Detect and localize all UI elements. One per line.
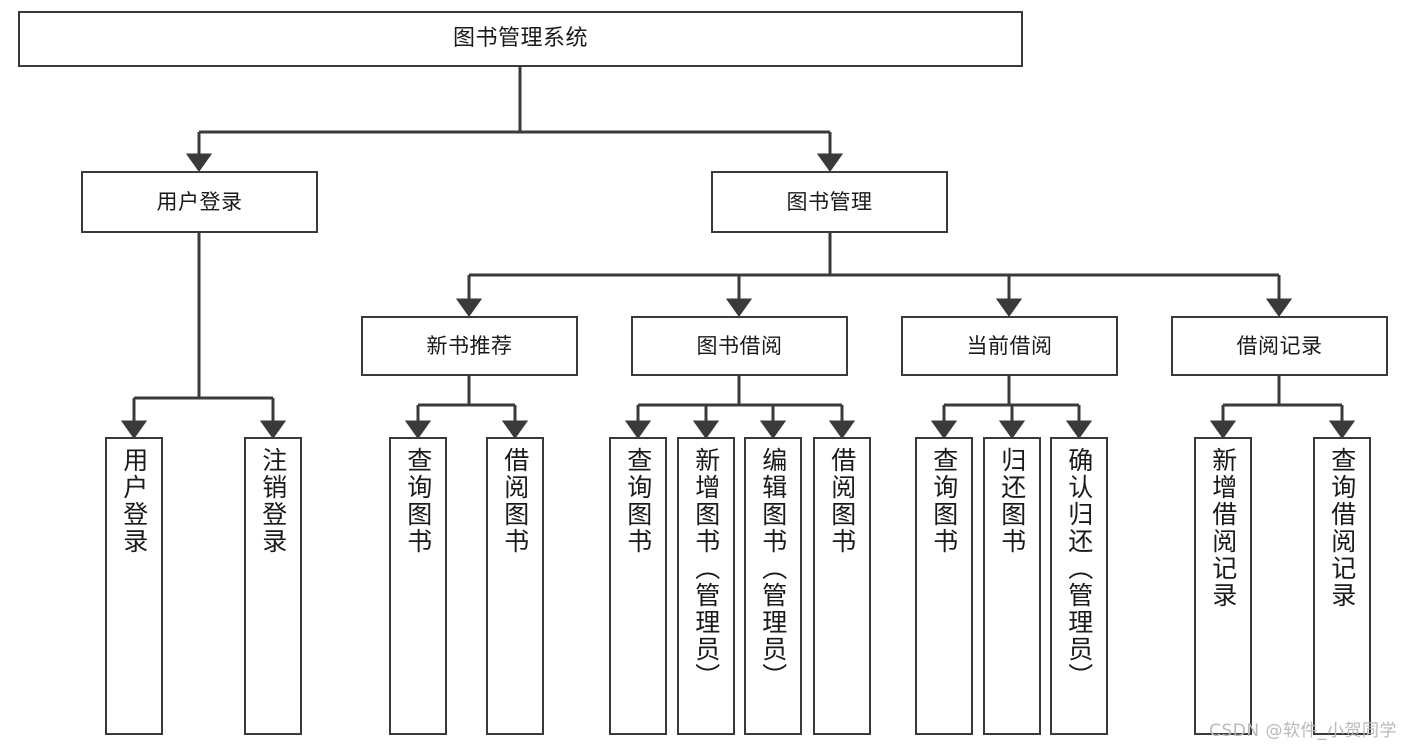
leaf-borrow-edit-book-admin[interactable]: 编辑图书（管理员）	[744, 437, 802, 735]
leaf-label: 借阅图书	[827, 447, 857, 555]
leaf-label: 查询图书	[929, 447, 959, 555]
node-book-management-label: 图书管理	[786, 189, 873, 214]
node-root[interactable]: 图书管理系统	[18, 11, 1023, 67]
leaf-borrow-add-book-admin[interactable]: 新增图书（管理员）	[677, 437, 735, 735]
node-book-borrow[interactable]: 图书借阅	[631, 316, 848, 376]
node-root-label: 图书管理系统	[452, 26, 588, 52]
leaf-recommend-query-book[interactable]: 查询图书	[389, 437, 447, 735]
node-new-book-recommend[interactable]: 新书推荐	[361, 316, 578, 376]
leaf-current-confirm-return-admin[interactable]: 确认归还（管理员）	[1050, 437, 1108, 735]
node-user-login[interactable]: 用户登录	[81, 171, 318, 233]
node-borrow-records-label: 借阅记录	[1236, 333, 1323, 358]
leaf-label: 归还图书	[997, 447, 1027, 555]
csdn-watermark: CSDN @软件_小贺同学	[1209, 721, 1397, 741]
leaf-label: 查询图书	[403, 447, 433, 555]
leaf-label: 借阅图书	[500, 447, 530, 555]
leaf-label: 新增图书（管理员）	[691, 447, 721, 690]
leaf-label: 查询图书	[623, 447, 653, 555]
leaf-user-login-logout[interactable]: 注销登录	[244, 437, 302, 735]
leaf-label: 查询借阅记录	[1327, 447, 1357, 609]
node-current-borrow-label: 当前借阅	[966, 333, 1053, 358]
leaf-records-add-record[interactable]: 新增借阅记录	[1194, 437, 1252, 735]
leaf-label: 注销登录	[258, 447, 288, 555]
leaf-label: 编辑图书（管理员）	[758, 447, 788, 690]
leaf-current-return-book[interactable]: 归还图书	[983, 437, 1041, 735]
leaf-label: 新增借阅记录	[1208, 447, 1238, 609]
leaf-records-query-record[interactable]: 查询借阅记录	[1313, 437, 1371, 735]
leaf-current-query-book[interactable]: 查询图书	[915, 437, 973, 735]
node-new-book-recommend-label: 新书推荐	[426, 333, 513, 358]
leaf-borrow-query-book[interactable]: 查询图书	[609, 437, 667, 735]
node-book-management[interactable]: 图书管理	[711, 171, 948, 233]
leaf-user-login-login[interactable]: 用户登录	[105, 437, 163, 735]
leaf-label: 用户登录	[119, 447, 149, 555]
node-borrow-records[interactable]: 借阅记录	[1171, 316, 1388, 376]
node-user-login-label: 用户登录	[156, 189, 243, 214]
node-current-borrow[interactable]: 当前借阅	[901, 316, 1118, 376]
node-book-borrow-label: 图书借阅	[696, 333, 783, 358]
leaf-label: 确认归还（管理员）	[1064, 447, 1094, 690]
leaf-recommend-borrow-book[interactable]: 借阅图书	[486, 437, 544, 735]
leaf-borrow-borrow-book[interactable]: 借阅图书	[813, 437, 871, 735]
